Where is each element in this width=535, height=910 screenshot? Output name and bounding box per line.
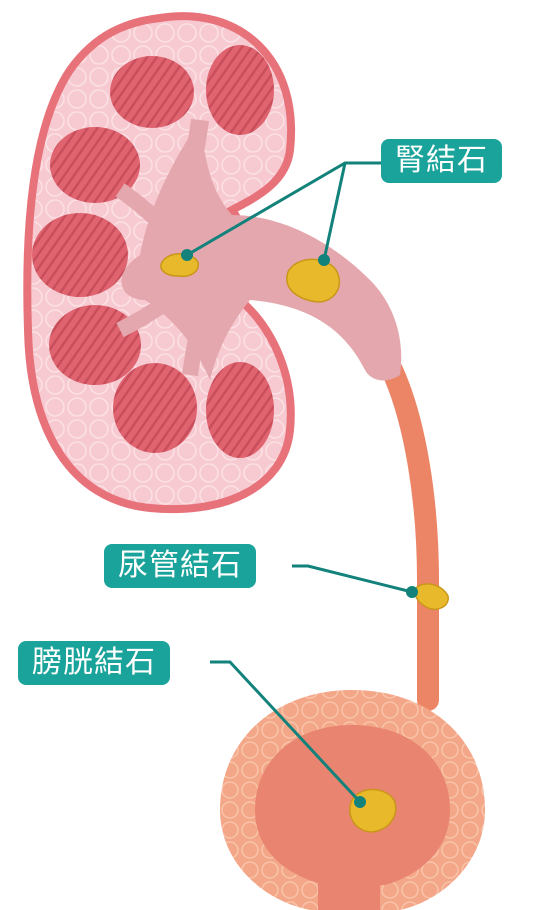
kidney-leader-line-2	[324, 163, 345, 260]
renal-pyramid	[110, 56, 194, 128]
renal-pyramid	[206, 362, 274, 458]
kidney-stone-small	[161, 254, 198, 277]
ureter-stone-label: 尿管結石	[104, 544, 256, 588]
kidney	[27, 16, 401, 509]
pointer-dot	[406, 586, 418, 598]
ureter	[392, 370, 428, 700]
renal-pyramid	[49, 305, 141, 385]
pointer-dot	[318, 254, 330, 266]
renal-pyramid	[32, 213, 128, 297]
pointer-dot	[354, 796, 366, 808]
kidney-stone-label: 腎結石	[381, 139, 502, 183]
ureter-leader-line	[292, 566, 412, 592]
renal-pyramid	[113, 363, 197, 453]
renal-pyramid	[206, 45, 274, 135]
bladder-stone-label: 膀胱結石	[18, 641, 170, 685]
pointer-dot	[181, 249, 193, 261]
